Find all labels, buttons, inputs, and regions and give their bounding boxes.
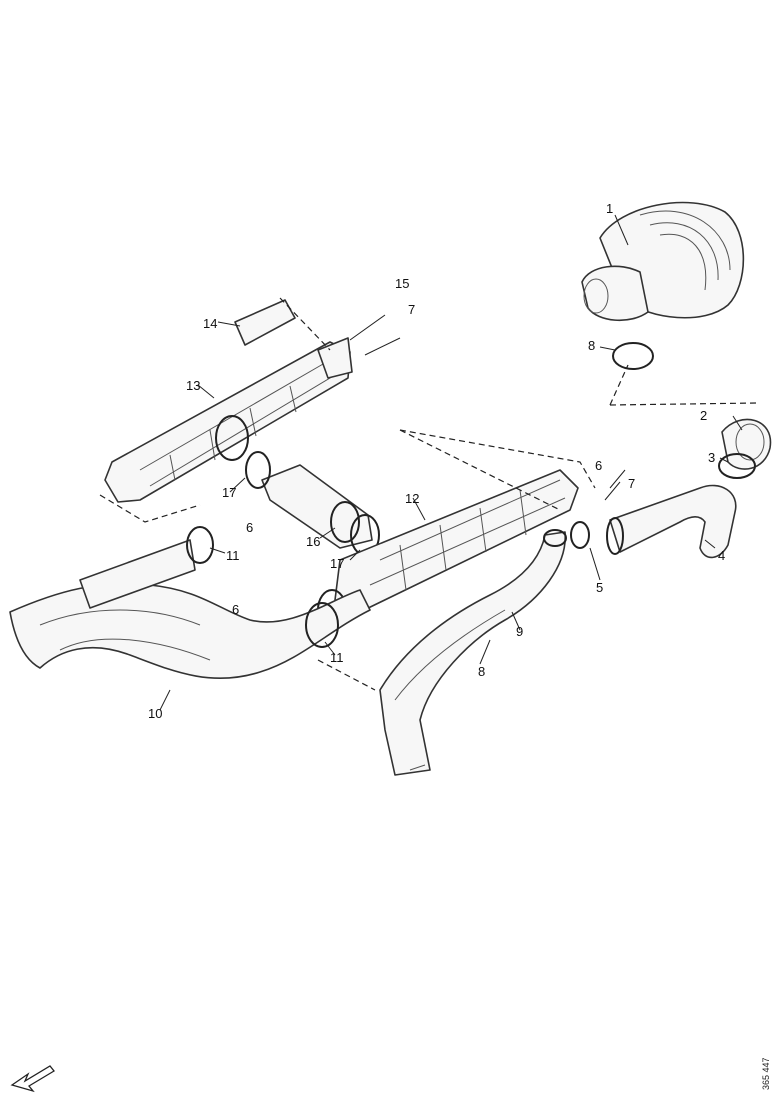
- elbow-pipe: [570, 342, 772, 559]
- callout-14: 14: [203, 316, 217, 331]
- callout-10: 10: [148, 706, 162, 721]
- callout-8-lower: 8: [478, 664, 485, 679]
- callout-16: 16: [306, 534, 320, 549]
- leader-lines: [159, 214, 743, 711]
- callout-17-upper: 17: [222, 485, 236, 500]
- manifold-section-upper: [104, 299, 401, 503]
- callout-6-right: 6: [595, 458, 602, 473]
- long-pipe-10: [9, 526, 371, 680]
- callout-7-upper: 7: [408, 302, 415, 317]
- callout-9: 9: [516, 624, 523, 639]
- callout-5: 5: [596, 580, 603, 595]
- callout-3: 3: [708, 450, 715, 465]
- callout-6-lower: 6: [232, 602, 239, 617]
- callouts: 1 2 3 4 5 6 6 6 7 7 8 8 9 10 11 11 12 13…: [148, 201, 725, 721]
- callout-8-upper: 8: [588, 338, 595, 353]
- callout-13: 13: [186, 378, 200, 393]
- reference-code: 365 447: [761, 1057, 771, 1090]
- callout-11-upper: 11: [226, 548, 240, 563]
- turbocharger: [581, 201, 745, 322]
- callout-11-lower: 11: [330, 650, 344, 665]
- callout-15: 15: [395, 276, 409, 291]
- downpipe-8: [379, 529, 567, 776]
- callout-4: 4: [718, 548, 725, 563]
- assembly-dashed-lines: [99, 297, 759, 691]
- callout-6-mid: 6: [246, 520, 253, 535]
- callout-12: 12: [405, 491, 419, 506]
- callout-2: 2: [700, 408, 707, 423]
- callout-17-lower: 17: [330, 556, 344, 571]
- callout-1: 1: [606, 201, 613, 216]
- callout-7-right: 7: [628, 476, 635, 491]
- arrow-icon: [10, 1065, 55, 1093]
